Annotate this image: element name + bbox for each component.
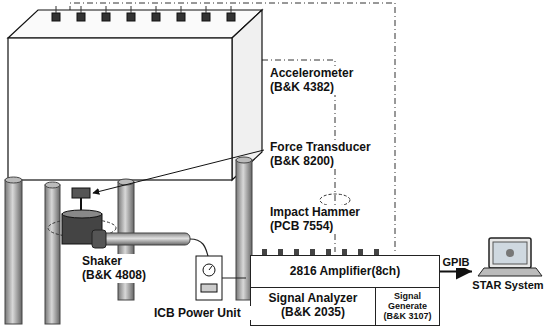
accelerometer — [227, 13, 235, 21]
accelerometer-label: Accelerometer (B&K 4382) — [268, 66, 372, 95]
accelerometer — [127, 13, 135, 21]
support-leg — [5, 180, 22, 324]
accelerometer-row — [52, 6, 235, 21]
node-text: Signal Analyzer (B&K 2035) — [255, 292, 371, 320]
impact-hammer-label: Impact Hammer (PCB 7554) — [268, 205, 372, 234]
icb-power-unit — [196, 256, 222, 300]
analyzer-box: Signal Analyzer (B&K 2035) — [250, 287, 376, 326]
accelerometer — [202, 13, 210, 21]
force-transducer — [72, 188, 90, 198]
amplifier-box: 2816 Amplifier(8ch) — [250, 255, 440, 288]
node-text: Signal Generate (B&K 3107) — [380, 291, 435, 322]
force-transducer-label: Force Transducer (B&K 8200) — [268, 140, 384, 169]
accelerometer — [177, 13, 185, 21]
structure-front — [8, 38, 232, 180]
shaker-label: Shaker (B&K 4808) — [80, 254, 154, 283]
accelerometer — [102, 13, 110, 21]
support-leg — [45, 185, 60, 324]
accelerometer — [152, 13, 160, 21]
leader-line — [93, 150, 264, 193]
power-unit-label: ICB Power Unit — [152, 306, 252, 320]
impact-hammer — [95, 233, 190, 245]
edge-label: GPIB — [441, 256, 472, 268]
accelerometer — [77, 13, 85, 21]
accelerometer — [52, 13, 60, 21]
node-text: 2816 Amplifier(8ch) — [290, 265, 400, 279]
signal-arrow — [440, 271, 472, 273]
laptop — [489, 238, 531, 268]
generator-box: Signal Generate (B&K 3107) — [375, 287, 440, 326]
structure-top — [8, 10, 262, 38]
node-text: STAR System — [472, 279, 543, 292]
computer-node: STAR System — [472, 232, 544, 292]
